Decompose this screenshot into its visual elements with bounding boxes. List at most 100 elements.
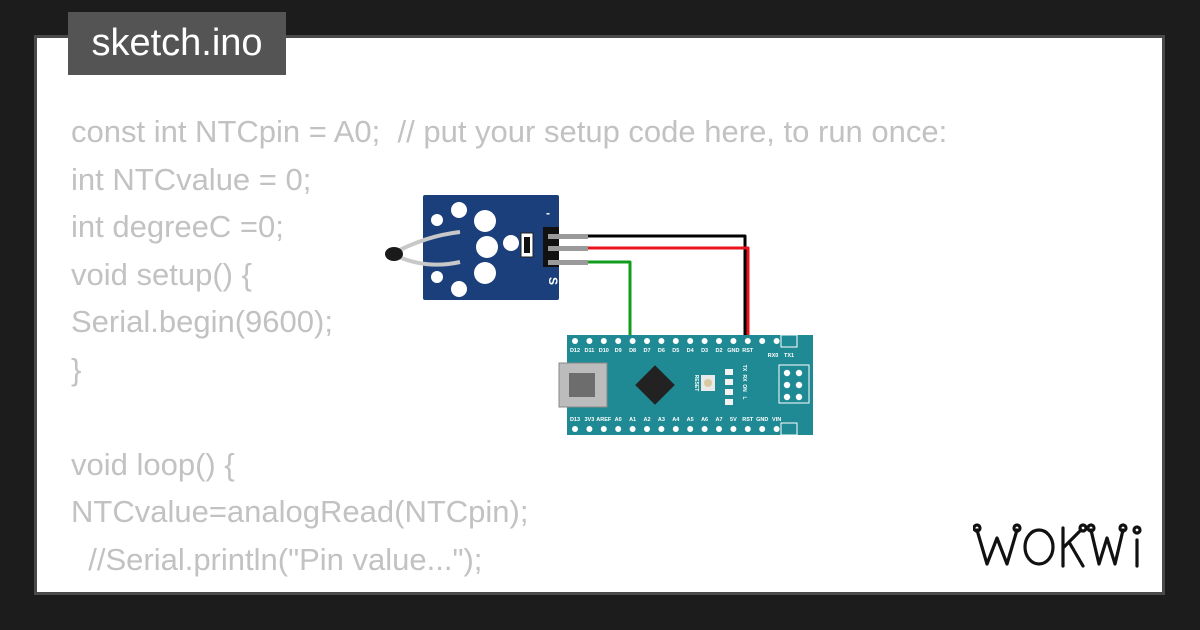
icsp-header <box>778 364 810 404</box>
header-label: RST <box>742 417 754 423</box>
header-label: D11 <box>585 348 595 354</box>
header-label: AREF <box>596 417 612 423</box>
module-pad <box>431 214 443 226</box>
header-pin <box>701 338 708 344</box>
header-pin <box>615 338 622 344</box>
header-pin <box>687 338 694 344</box>
module-pad <box>431 271 443 283</box>
header-label: D6 <box>658 348 665 354</box>
filename-tab[interactable]: sketch.ino <box>68 12 286 75</box>
editor-card: const int NTCpin = A0; // put your setup… <box>34 35 1165 595</box>
header-pin <box>658 338 665 344</box>
header-pin <box>716 426 722 432</box>
header-label: TX1 <box>784 353 794 359</box>
code-line[interactable]: int degreeC =0; <box>71 209 284 244</box>
header-label: A2 <box>643 417 650 423</box>
header-pin <box>600 338 607 344</box>
header-pin <box>759 338 766 344</box>
header-label: A7 <box>715 417 722 423</box>
pin-s-label: S <box>546 277 560 285</box>
code-line[interactable]: } <box>71 351 82 387</box>
header-pin <box>759 426 766 432</box>
header-label: D4 <box>687 348 695 354</box>
arduino-nano[interactable] <box>558 334 813 436</box>
reset-button-cap <box>704 379 712 387</box>
reset-label: RESET <box>693 375 699 392</box>
pin-minus-label: - <box>546 206 550 220</box>
header-pin <box>730 426 737 432</box>
header-pin <box>644 426 650 432</box>
led-label: TX <box>741 365 747 372</box>
header-pin <box>672 426 679 432</box>
mcu-chip <box>635 365 675 405</box>
header-label: A3 <box>658 417 665 423</box>
header-label: RST <box>742 348 754 354</box>
thermistor-bead <box>385 247 403 261</box>
header-pin <box>730 338 737 344</box>
header-pin <box>773 426 780 432</box>
header-label: D8 <box>629 348 636 354</box>
header-label: D12 <box>570 348 580 354</box>
led-label: ON <box>741 384 747 392</box>
code-line[interactable]: const int NTCpin = A0; // put your setup… <box>71 114 948 149</box>
icsp-pin <box>795 393 803 401</box>
header-pin <box>716 338 722 344</box>
arduino-pcb <box>567 335 813 435</box>
resistor-body <box>524 237 530 253</box>
header-label: D2 <box>715 348 722 354</box>
code-line[interactable]: void loop() { <box>71 446 235 482</box>
ntc-module[interactable] <box>385 195 588 300</box>
header-label: GND <box>756 417 768 423</box>
header-highlight <box>780 334 798 348</box>
code-line[interactable]: //Serial.println("Pin value..."); <box>71 541 483 577</box>
header-pin <box>629 426 636 432</box>
header-pin <box>615 426 622 432</box>
module-pad <box>451 281 467 297</box>
code-line[interactable]: Serial.begin(9600); <box>71 304 333 339</box>
module-pad <box>451 202 467 218</box>
code-line[interactable]: int NTCvalue = 0; <box>71 161 312 197</box>
header-pin <box>701 426 708 432</box>
header-pin <box>744 426 751 432</box>
usb-port <box>569 373 595 397</box>
header-pin <box>572 426 578 432</box>
header-label: 3V3 <box>585 417 595 423</box>
header-pin <box>744 338 751 344</box>
header-pin <box>586 426 593 432</box>
status-led <box>725 379 733 385</box>
header-label: A5 <box>687 417 694 423</box>
header-label: D7 <box>643 348 650 354</box>
led-label: RX <box>741 375 747 383</box>
code-line[interactable]: Serial.println(NTCvalue); <box>71 583 947 592</box>
header-highlight <box>780 422 798 436</box>
header-label: A0 <box>615 417 622 423</box>
header-label: A6 <box>701 417 708 423</box>
header-pin <box>687 426 694 432</box>
header-pin <box>586 338 593 344</box>
module-pad <box>474 210 496 232</box>
header-pin <box>672 338 679 344</box>
icsp-pin <box>795 381 803 389</box>
pin-lead <box>548 260 588 265</box>
icsp-pin <box>783 381 791 389</box>
header-label: RX0 <box>768 353 779 359</box>
header-label: D3 <box>701 348 708 354</box>
module-pad <box>474 262 496 284</box>
header-label: D9 <box>615 348 622 354</box>
pin-lead <box>548 234 588 239</box>
header-pin <box>644 338 650 344</box>
header-label: A4 <box>672 417 680 423</box>
header-pin <box>658 426 665 432</box>
header-label: VIN <box>772 417 781 423</box>
header-label: D13 <box>570 417 580 423</box>
header-pin <box>773 338 780 344</box>
wokwi-logo <box>973 523 1142 568</box>
code-line[interactable]: void setup() { <box>71 256 252 292</box>
code-editor[interactable]: const int NTCpin = A0; // put your setup… <box>71 108 948 592</box>
icsp-pin <box>783 369 791 377</box>
status-led <box>725 369 733 375</box>
code-line[interactable]: NTCvalue=analogRead(NTCpin); <box>71 494 529 529</box>
module-pad <box>476 236 498 258</box>
